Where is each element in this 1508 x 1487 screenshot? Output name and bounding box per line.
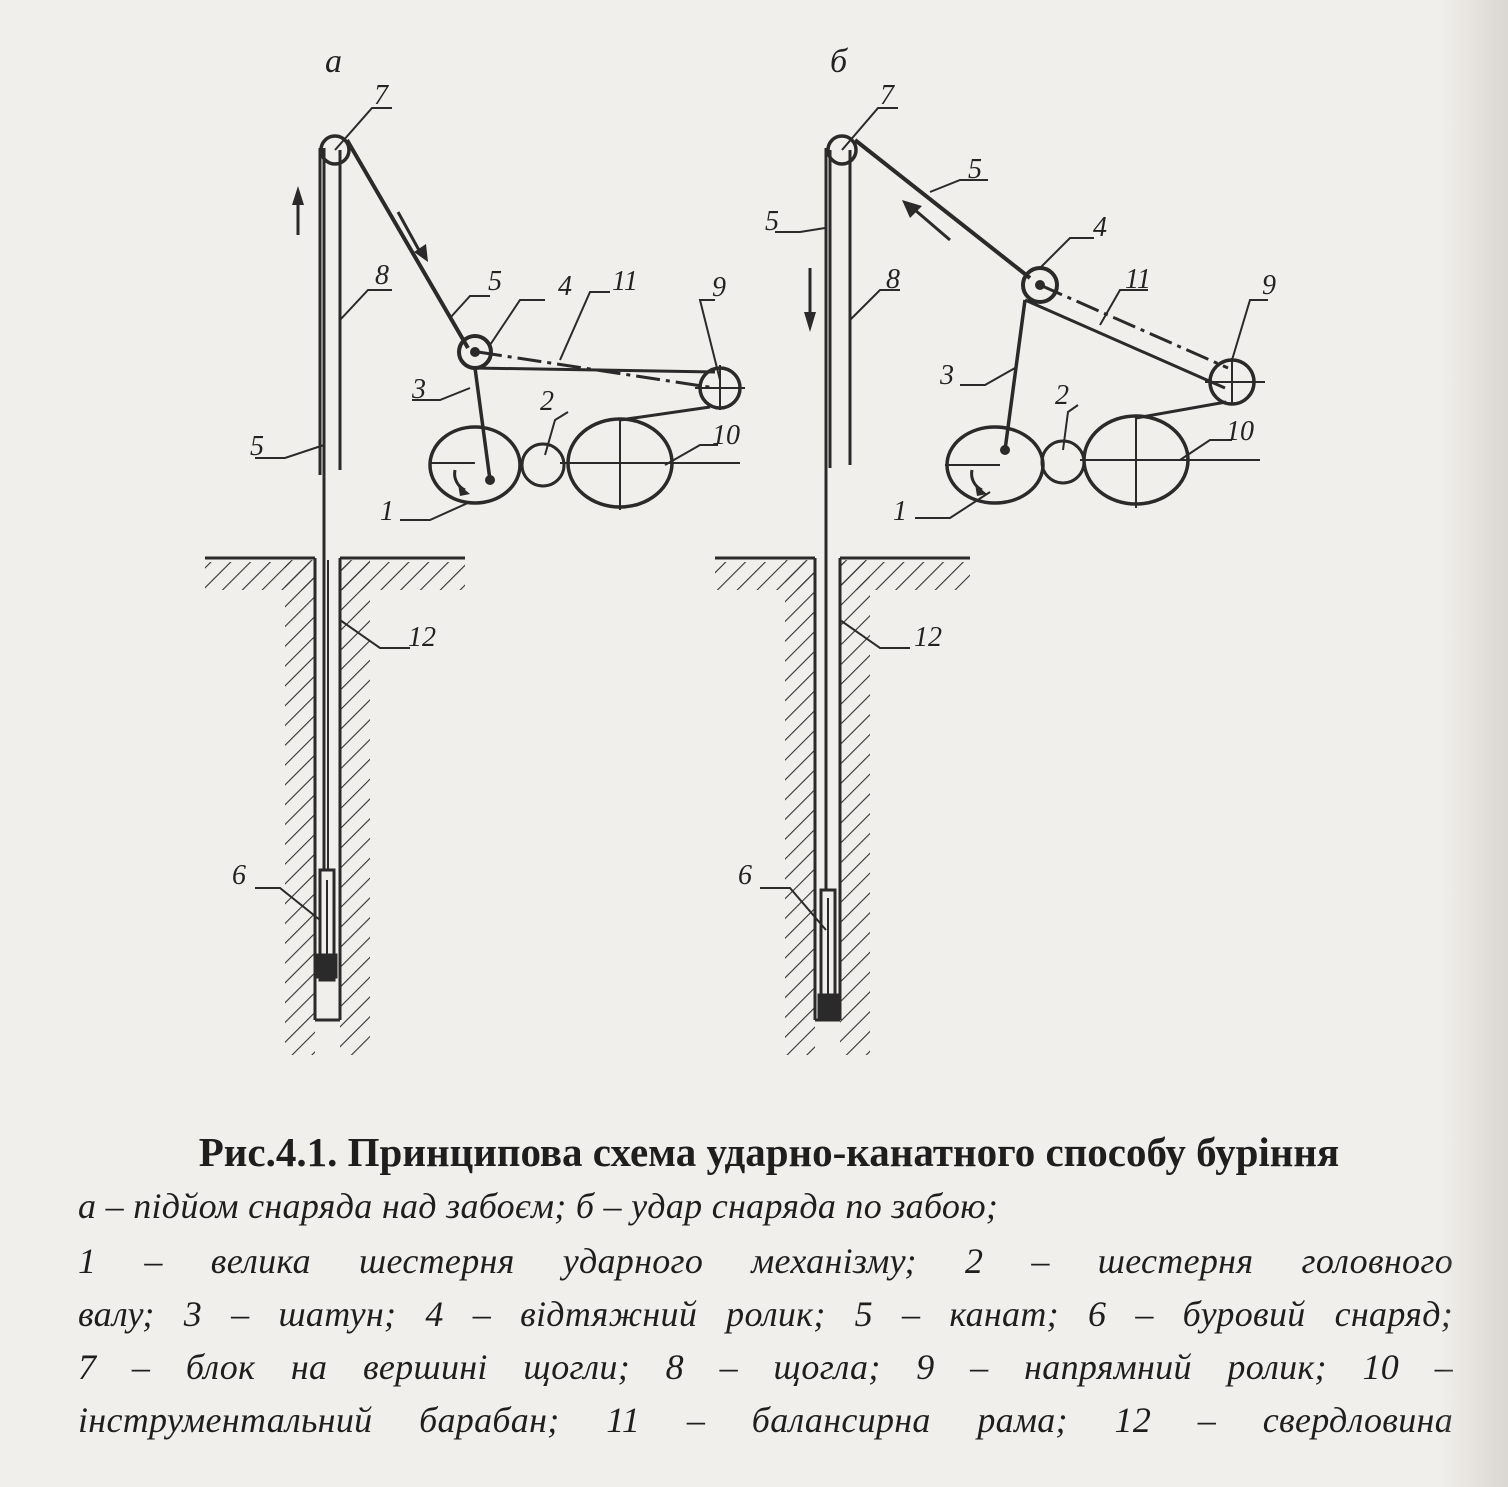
label-10-b: 10 bbox=[1226, 416, 1254, 447]
label-5-a-side: 5 bbox=[250, 431, 264, 462]
balancer-frame-11 bbox=[474, 366, 716, 374]
panel-a-label: а bbox=[325, 43, 342, 80]
label-5-a-top: 5 bbox=[488, 266, 502, 297]
label-8-a: 8 bbox=[375, 260, 389, 291]
drilling-scheme-diagram: а bbox=[205, 43, 1276, 1055]
figure-caption-title: Рис.4.1. Принципова схема ударно-канатно… bbox=[198, 1129, 1340, 1175]
label-5-b-side: 5 bbox=[765, 206, 779, 237]
gear-2 bbox=[520, 442, 566, 488]
label-10-a: 10 bbox=[712, 420, 740, 451]
drill-tool-6 bbox=[318, 868, 336, 982]
label-3-b: 3 bbox=[939, 360, 954, 391]
panel-a-labels: 7 8 5 4 11 9 3 2 10 1 5 12 6 bbox=[232, 80, 740, 891]
caption-line-3: валу; 3 – шатун; 4 – відтяжний ролик; 5 … bbox=[78, 1294, 1453, 1334]
gear-1 bbox=[428, 425, 522, 505]
caption-line-4: 7 – блок на вершині щогли; 8 – щогла; 9 … bbox=[78, 1347, 1453, 1387]
panel-b: б bbox=[715, 43, 1268, 1055]
label-8-b: 8 bbox=[886, 264, 900, 295]
label-4-a: 4 bbox=[558, 271, 572, 302]
label-7-b: 7 bbox=[880, 80, 895, 111]
panel-a: а bbox=[205, 43, 745, 1055]
label-9-a: 9 bbox=[712, 272, 726, 303]
borehole-wall-right bbox=[340, 560, 370, 1055]
label-4-b: 4 bbox=[1093, 212, 1107, 243]
label-11-b: 11 bbox=[1125, 264, 1151, 295]
panel-b-labels: 7 5 5 8 4 11 9 3 2 10 1 12 6 bbox=[738, 80, 1276, 891]
label-6-a: 6 bbox=[232, 860, 246, 891]
label-7-a: 7 bbox=[374, 80, 389, 111]
connecting-rod-3 bbox=[473, 367, 492, 481]
label-9-b: 9 bbox=[1262, 270, 1276, 301]
page-edge-shadow bbox=[1440, 0, 1508, 1487]
caption-line-1: а – підйом снаряда над забоєм; б – удар … bbox=[78, 1186, 999, 1226]
label-5-b-top: 5 bbox=[968, 154, 982, 185]
label-12-b: 12 bbox=[914, 622, 942, 653]
caption-line-2: 1 – велика шестерня ударного механізму; … bbox=[78, 1241, 1453, 1281]
label-2-b: 2 bbox=[1055, 380, 1069, 411]
label-12-a: 12 bbox=[408, 622, 436, 653]
label-1-b: 1 bbox=[893, 496, 907, 527]
borehole-wall-left bbox=[285, 560, 315, 1055]
label-6-b: 6 bbox=[738, 860, 752, 891]
caption-line-5: інструментальний барабан; 11 – балансирн… bbox=[78, 1400, 1453, 1440]
label-2-a: 2 bbox=[540, 386, 554, 417]
panel-b-label: б bbox=[830, 43, 849, 80]
label-1-a: 1 bbox=[380, 496, 394, 527]
label-3-a: 3 bbox=[411, 374, 426, 405]
label-11-a: 11 bbox=[612, 266, 638, 297]
